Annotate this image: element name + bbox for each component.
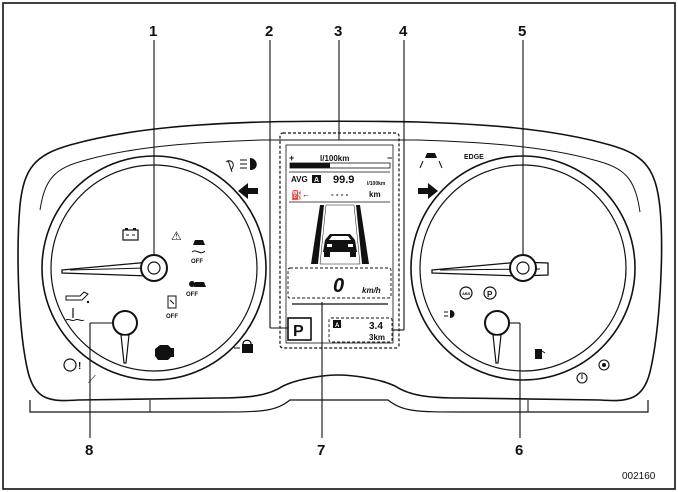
speed-frame [287, 267, 392, 299]
left-sub-gauge [112, 310, 138, 336]
seatbelt-icon: ⚠ [171, 229, 182, 243]
abs-icon: ABS [459, 286, 473, 300]
left-gauge-needle-core [69, 267, 146, 271]
svg-text:ABS: ABS [462, 291, 471, 296]
callout-7: 7 [317, 442, 325, 459]
oil-pressure-icon [65, 291, 90, 304]
callout-8: 8 [85, 442, 93, 459]
cruise-icon [598, 359, 610, 371]
battery-icon [122, 228, 139, 241]
low-fuel-icon [535, 349, 546, 359]
callout-2: 2 [265, 23, 273, 40]
edge-indicator: EDGE [464, 154, 484, 161]
security-lock-icon [234, 339, 253, 353]
right-sub-gauge [484, 310, 510, 336]
avg-box [312, 175, 321, 183]
center-display-inner [285, 144, 394, 344]
srs-off-icon: OFF [186, 281, 206, 298]
eyesight-off-icon: OFF [166, 295, 178, 320]
fuel-economy-unit: l/100km [320, 154, 349, 163]
coolant-temp-icon [65, 308, 85, 322]
cluster-housing [17, 120, 663, 402]
svg-text:!: ! [78, 361, 81, 372]
gear-indicator: P [293, 323, 304, 340]
car-ahead-icon [323, 234, 357, 257]
range-dashes: - - - - [331, 190, 349, 199]
gear-box [287, 317, 312, 341]
figure-id: 002160 [622, 471, 656, 482]
callout-6: 6 [515, 442, 523, 459]
left-gauge-hub-center [147, 261, 161, 275]
avg-box-letter: A [314, 177, 319, 184]
svg-text:P: P [487, 290, 493, 299]
lane-line-left [311, 205, 324, 264]
trip-box [333, 320, 341, 328]
lane-line-right [356, 205, 369, 264]
svg-text:OFF: OFF [191, 259, 203, 265]
trip-box-letter: A [335, 323, 340, 329]
cluster-bottom-base [29, 399, 649, 413]
svg-text:OFF: OFF [166, 314, 178, 320]
avg-value-unit: l/100km [367, 181, 386, 187]
parking-brake-icon: P [483, 286, 497, 300]
fog-light-icon [225, 158, 257, 173]
fuel-pump-icon: ⛽ [291, 189, 302, 201]
vdc-off-icon: OFF [191, 240, 206, 265]
callout-3: 3 [334, 23, 342, 40]
callout-1: 1 [149, 23, 157, 40]
left-turn-arrow-icon [238, 183, 258, 199]
range-arrow-icon: ← [302, 190, 310, 199]
trip-unit: 3km [369, 333, 385, 342]
svg-text:OFF: OFF [186, 292, 198, 298]
fuel-minus-sign: − [387, 153, 392, 163]
trip-value: 3.4 [369, 321, 383, 332]
power-steering-icon: ⟋ [88, 373, 96, 386]
speed-unit: km/h [362, 286, 381, 295]
right-sub-needle [492, 334, 502, 364]
cluster-inner-rim [39, 139, 641, 213]
lane-departure-icon [419, 153, 443, 169]
right-gauge-hub-center [516, 261, 530, 275]
range-unit: km [369, 190, 381, 199]
avg-value: 99.9 [333, 174, 354, 186]
headlight-icon [444, 310, 455, 318]
trip-frame [328, 317, 393, 343]
master-warning-icon [576, 372, 588, 384]
brake-warning-icon: ! [63, 358, 81, 372]
callout-5: 5 [518, 23, 526, 40]
check-engine-icon [155, 345, 174, 360]
fuel-economy-bar-fill [290, 163, 330, 168]
avg-label: AVG [291, 175, 308, 184]
callout-4: 4 [399, 23, 408, 40]
right-turn-arrow-icon [418, 183, 438, 199]
speed-value: 0 [333, 275, 344, 297]
fuel-plus-sign: + [289, 153, 294, 163]
left-sub-needle [120, 334, 130, 364]
